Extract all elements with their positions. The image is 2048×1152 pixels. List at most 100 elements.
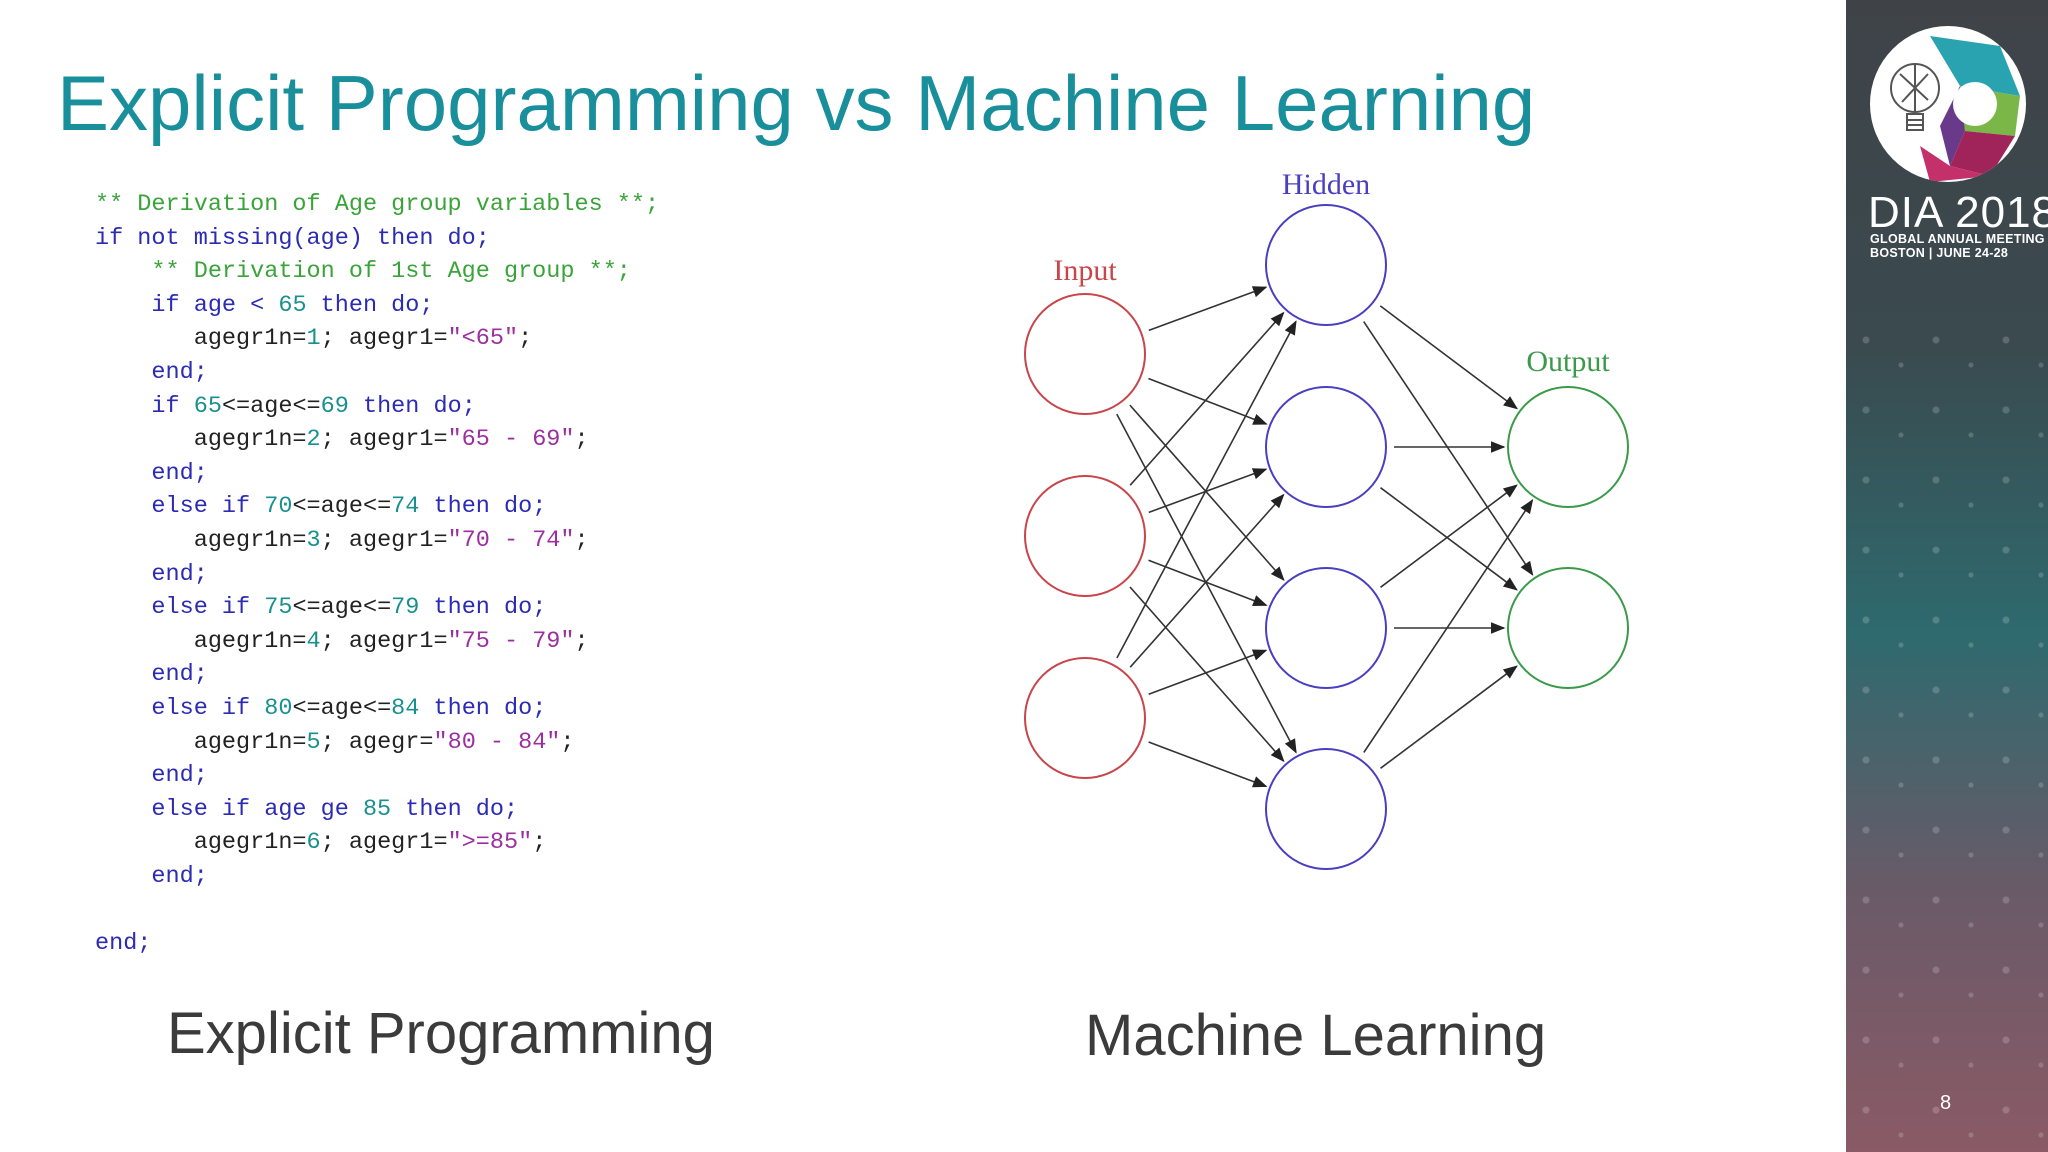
code-token: 3 [306,526,321,554]
code-token: ** Derivation of Age group variables **; [95,191,660,218]
code-line: agegr1n=1; agegr1="<65"; [95,322,735,356]
slide: Explicit Programming vs Machine Learning… [57,59,1629,1068]
code-token: end; [95,560,208,588]
connection-arrow [1116,413,1297,754]
input-node [1024,657,1146,779]
code-line: end; [95,658,735,692]
code-token: 84 [391,694,420,722]
code-token: end; [95,459,208,487]
code-token: <=age<= [292,694,392,722]
hidden-layer-label: Hidden [1282,168,1370,201]
code-token: 75 [264,594,293,622]
caption-machine-learning: Machine Learning [1085,1003,1547,1068]
connection-arrow [1148,741,1268,788]
code-token: ; agegr1= [320,627,448,655]
code-token: end; [95,661,208,689]
connection-arrow [1148,559,1268,606]
hidden-node [1265,204,1387,326]
science-icon-pattern [1846,320,2048,1152]
code-token: then do; [419,694,547,722]
connection-arrow [1148,649,1268,695]
code-token: ; [574,627,589,655]
code-line: end; [95,356,735,390]
code-token: agegr1n= [95,325,307,353]
code-token: 2 [306,426,321,454]
code-token: else if [95,493,265,521]
code-token: else if [95,594,265,622]
code-token: agegr1n= [95,426,307,454]
code-line: end; [95,457,735,491]
code-line: end; [95,558,735,592]
connection-arrow [1129,404,1285,581]
code-token: ; agegr1= [320,526,448,554]
output-node [1507,567,1629,689]
code-line: end; [95,860,735,894]
code-token: 6 [306,829,321,857]
code-token: ; agegr= [320,728,434,756]
code-token: 80 [264,694,293,722]
code-token: 85 [362,795,392,823]
code-token: "80 - 84" [433,728,561,756]
input-node [1024,293,1146,415]
code-token: agegr1n= [95,728,307,756]
code-token: <=age<= [292,493,392,521]
code-token: then do; [391,795,519,823]
code-token: else if age ge [95,795,363,823]
code-token: then do; [348,392,476,420]
code-token: ; [574,526,589,554]
code-token: if [95,392,194,420]
connection-arrow [1363,321,1534,576]
code-token: 79 [391,594,420,622]
code-token: then do; [306,291,434,319]
code-token: else if [95,694,265,722]
page-number: 8 [1940,1092,1952,1114]
code-line: agegr1n=2; agegr1="65 - 69"; [95,423,735,457]
code-token: 65 [278,291,307,319]
connection-arrow [1363,499,1534,753]
input-layer-label: Input [1053,254,1117,287]
code-line: ** Derivation of Age group variables **; [95,188,735,222]
input-node [1024,475,1146,597]
code-line: else if age ge 85 then do; [95,793,735,827]
brand-line-meeting: GLOBAL ANNUAL MEETING [1870,232,2045,246]
connection-arrow [1148,377,1268,425]
code-token: if not missing(age) [95,224,378,252]
code-token: 5 [306,728,321,756]
code-token: 74 [391,493,420,521]
code-token: ; agegr1= [320,829,448,857]
code-token [95,258,151,285]
code-token: agegr1n= [95,829,307,857]
code-token: 70 [264,493,293,521]
code-token: "<65" [447,325,519,353]
code-line: ** Derivation of 1st Age group **; [95,255,735,289]
network-nodes [1024,204,1629,870]
connection-arrow [1379,305,1519,410]
code-token: ; agegr1= [320,426,448,454]
brand-sidebar: DIA 2018 GLOBAL ANNUAL MEETING BOSTON | … [1846,0,2048,1152]
code-token: ; [532,829,547,857]
code-token: "70 - 74" [447,526,575,554]
code-token: "75 - 79" [447,627,575,655]
code-line: agegr1n=6; agegr1=">=85"; [95,826,735,860]
code-token: <=age<= [292,594,392,622]
output-node [1507,386,1629,508]
code-line: agegr1n=3; agegr1="70 - 74"; [95,524,735,558]
code-line: agegr1n=4; agegr1="75 - 79"; [95,625,735,659]
code-line: else if 70<=age<=74 then do; [95,490,735,524]
code-token: ; agegr1= [320,325,448,353]
code-token: 69 [320,392,349,420]
code-line: else if 75<=age<=79 then do; [95,591,735,625]
code-block: ** Derivation of Age group variables **;… [95,188,735,968]
code-token: 4 [306,627,321,655]
hidden-node [1265,386,1387,508]
hidden-node [1265,567,1387,689]
connection-arrow [1148,468,1268,514]
code-token: then do; [419,493,547,521]
code-line: end; [95,927,735,961]
code-token: end; [95,358,208,386]
code-line: else if 80<=age<=84 then do; [95,692,735,726]
code-token: <=age<= [221,392,321,420]
code-token: agegr1n= [95,627,307,655]
code-line: if not missing(age) then do; [95,222,735,256]
connection-arrow [1129,586,1285,763]
